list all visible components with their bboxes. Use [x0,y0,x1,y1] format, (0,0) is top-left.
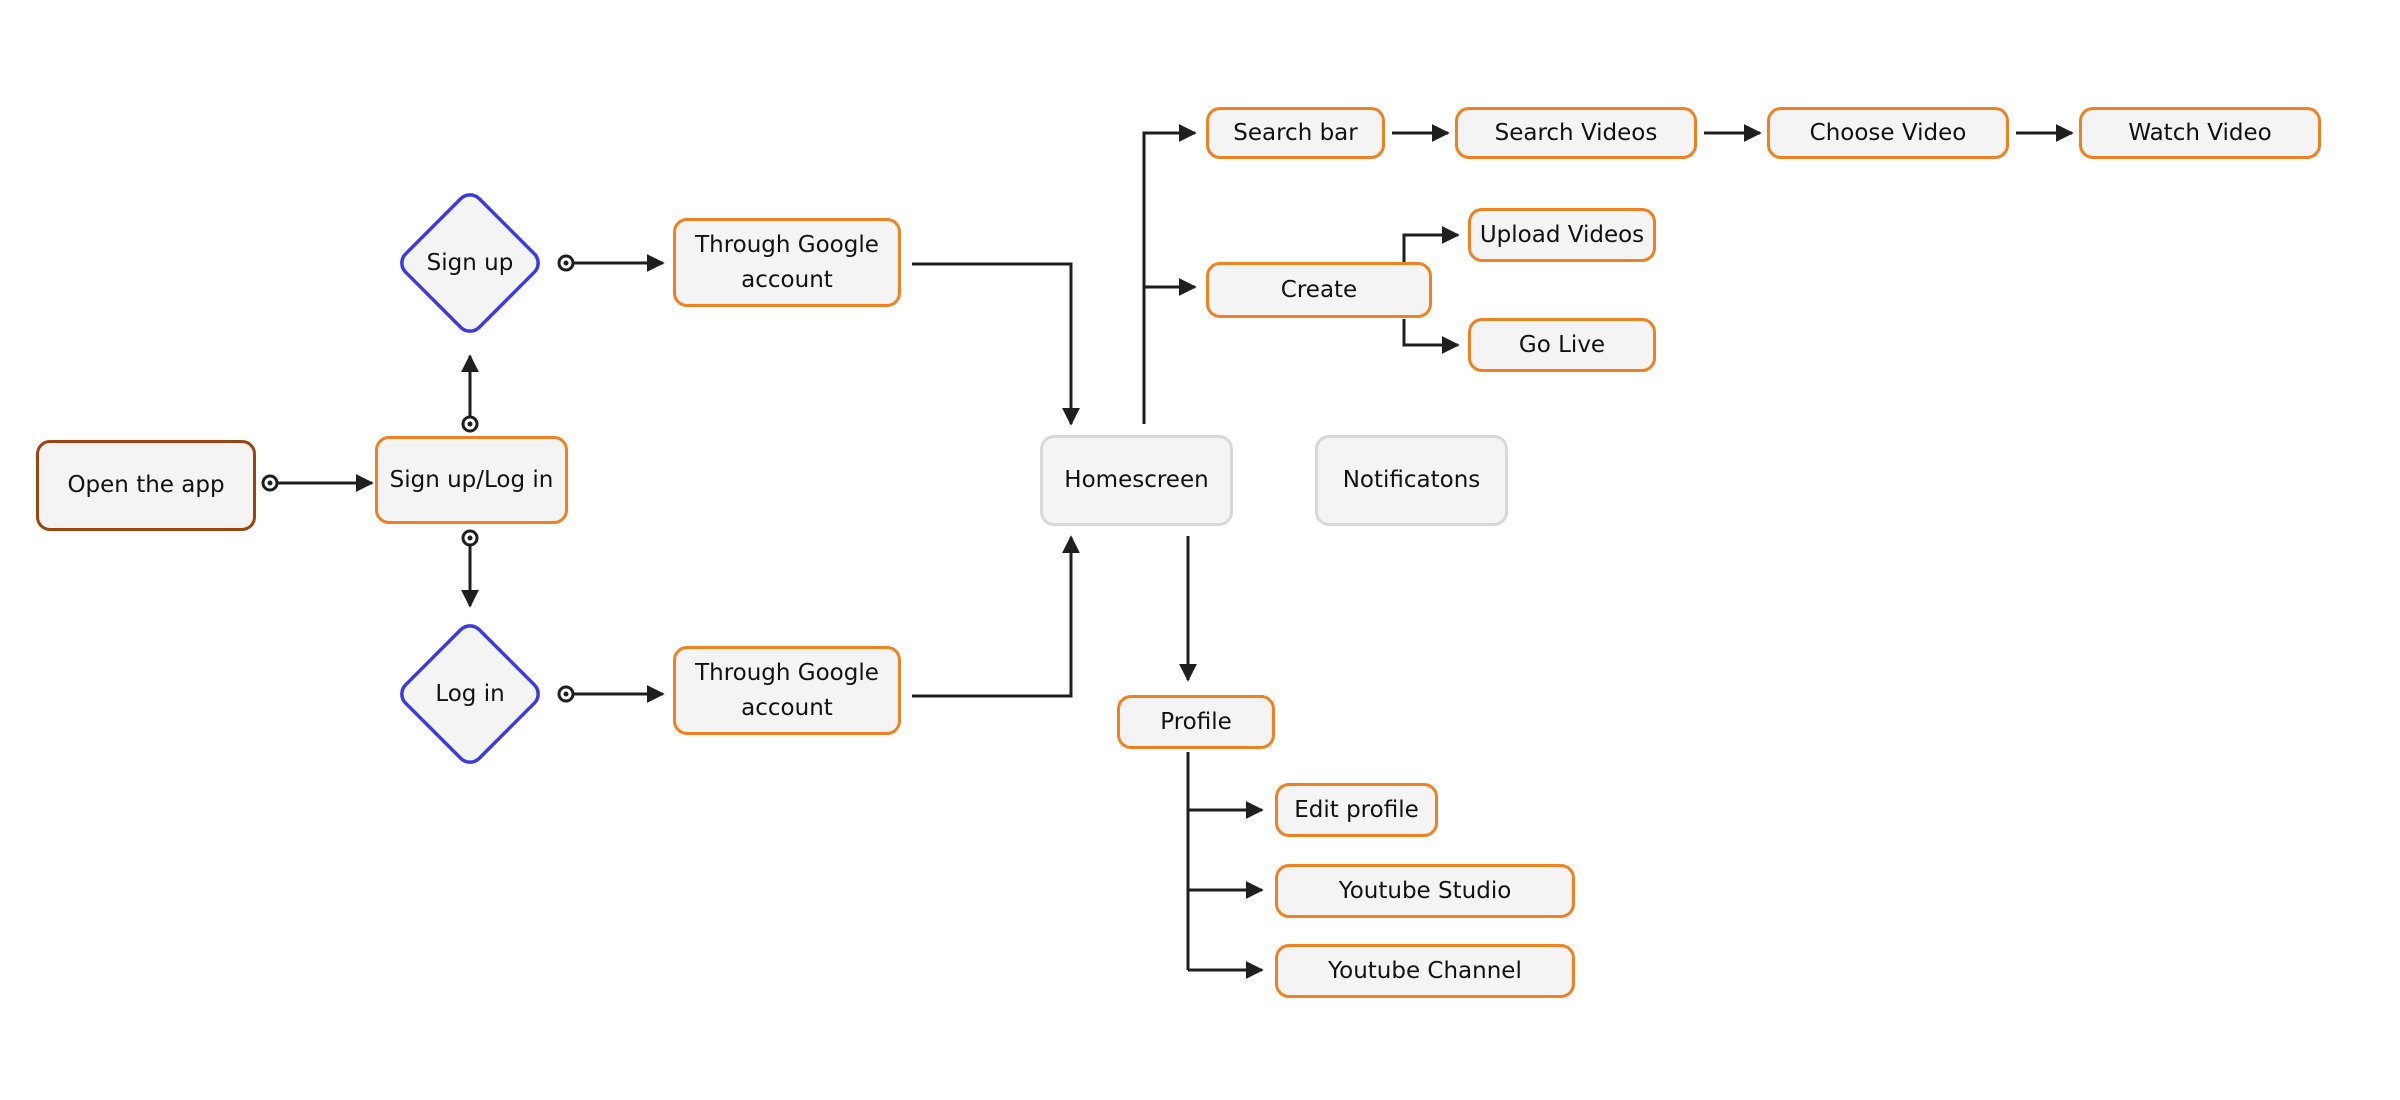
signup-login-node[interactable]: Sign up/Log in [375,436,568,524]
profile-label: Profile [1160,708,1232,735]
watch-video-label: Watch Video [2128,119,2272,146]
create-label: Create [1280,276,1358,303]
go-live-node[interactable]: Go Live [1468,318,1656,372]
open-app-label: Open the app [67,472,225,498]
create-node[interactable]: Create [1206,262,1432,318]
signup-login-label: Sign up/Log in [389,466,554,493]
choose-video-node[interactable]: Choose Video [1767,107,2009,159]
edge-create-to-go-live [1402,319,1460,354]
youtube-channel-node[interactable]: Youtube Channel [1275,944,1575,998]
open-app-node[interactable]: Open the app [36,440,256,531]
edge-create-to-upload [1402,226,1460,262]
youtube-studio-label: Youtube Studio [1338,877,1512,904]
edge-home-to-search-bar [1142,124,1197,424]
go-live-label: Go Live [1518,331,1606,358]
google-login-label: Through Google account [695,659,879,721]
youtube-channel-label: Youtube Channel [1328,957,1522,984]
upload-videos-label: Upload Videos [1479,221,1645,248]
profile-node[interactable]: Profile [1117,695,1275,749]
log-in-decision[interactable] [396,620,543,767]
edit-profile-node[interactable]: Edit profile [1275,783,1438,837]
youtube-studio-node[interactable]: Youtube Studio [1275,864,1575,918]
sign-up-decision[interactable] [396,189,543,336]
search-bar-label: Search bar [1233,119,1358,146]
edit-profile-label: Edit profile [1294,796,1419,823]
log-in-label: Log in [435,681,505,707]
search-videos-label: Search Videos [1494,119,1658,146]
notifications-node[interactable]: Notificatons [1315,435,1508,526]
google-signup-label: Through Google account [695,231,879,293]
edge-google-signup-to-home [912,262,1080,426]
homescreen-label: Homescreen [1064,467,1209,493]
watch-video-node[interactable]: Watch Video [2079,107,2321,159]
edge-google-login-to-home [912,535,1080,698]
notifications-label: Notificatons [1342,467,1481,493]
upload-videos-node[interactable]: Upload Videos [1468,208,1656,262]
homescreen-node[interactable]: Homescreen [1040,435,1233,526]
google-signup-node[interactable]: Through Google account [673,218,901,307]
sign-up-label: Sign up [426,250,514,276]
search-bar-node[interactable]: Search bar [1206,107,1385,159]
choose-video-label: Choose Video [1809,119,1967,146]
search-videos-node[interactable]: Search Videos [1455,107,1697,159]
google-login-node[interactable]: Through Google account [673,646,901,735]
